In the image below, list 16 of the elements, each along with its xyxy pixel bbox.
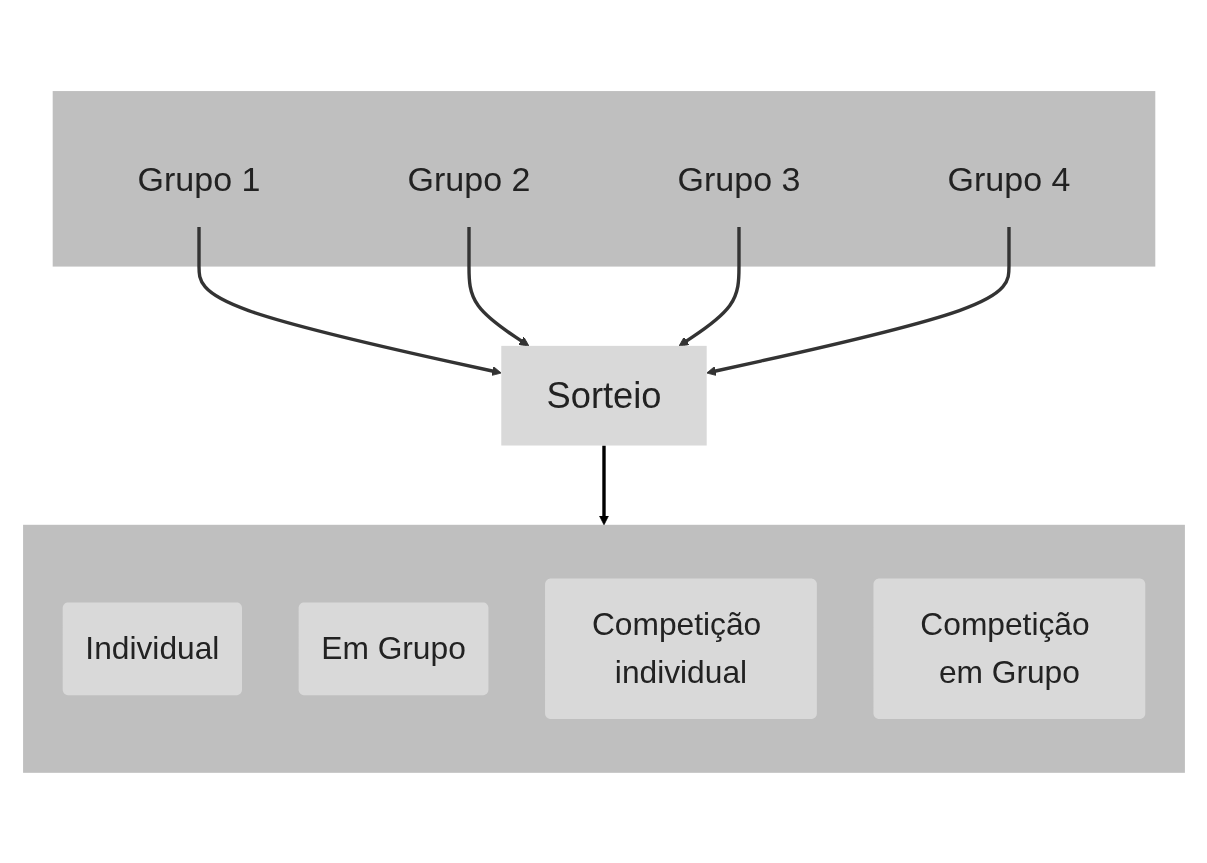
cluster — [52, 90, 1155, 267]
arrow — [598, 445, 609, 525]
node-text: Grupo 2 — [407, 159, 530, 198]
node-box: Individual — [62, 601, 242, 695]
arrow — [705, 226, 1011, 376]
node-box: Competição individual — [544, 578, 817, 719]
cluster — [22, 524, 1185, 773]
arrow — [678, 226, 741, 346]
arrow — [196, 226, 502, 376]
node-text: Grupo 4 — [947, 159, 1070, 198]
node-box: Em Grupo — [298, 601, 488, 695]
node-text: Grupo 1 — [137, 159, 260, 198]
node-box: Sorteio — [500, 345, 707, 446]
node-box: Competição em Grupo — [873, 578, 1145, 719]
arrow — [466, 226, 529, 346]
node-text: Grupo 3 — [677, 159, 800, 198]
